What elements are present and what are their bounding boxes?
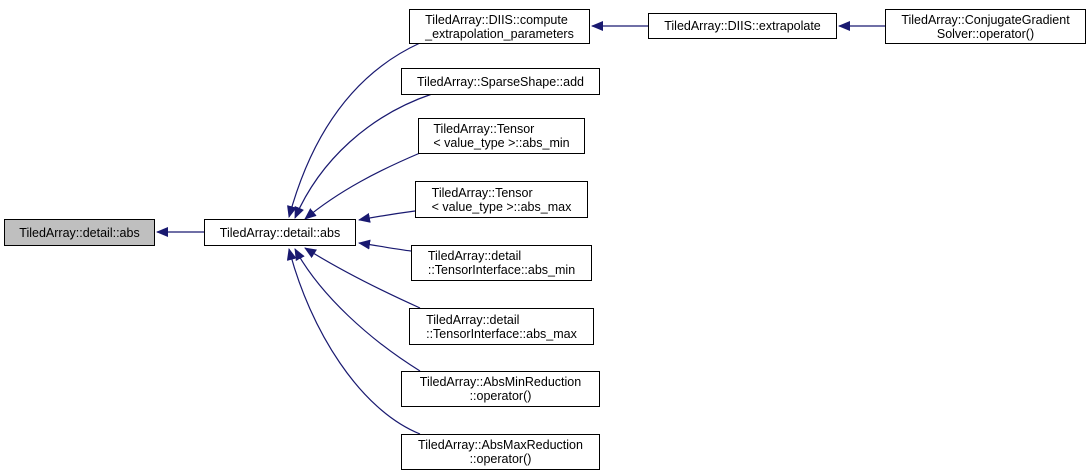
node-label: TiledArray::AbsMaxReduction ::operator() <box>418 438 583 466</box>
node-tensorinterface-abs-min[interactable]: TiledArray::detail ::TensorInterface::ab… <box>411 245 592 281</box>
edge-n9-to-n1 <box>286 248 421 435</box>
node-label: TiledArray::DIIS::extrapolate <box>664 19 821 33</box>
node-diis-extrapolate[interactable]: TiledArray::DIIS::extrapolate <box>648 13 837 39</box>
edge-n5-to-n1 <box>358 210 416 223</box>
edge-n8-to-n1 <box>294 248 421 372</box>
node-diis-compute-extrapolation-parameters[interactable]: TiledArray::DIIS::compute _extrapolation… <box>409 9 590 44</box>
node-conjugategradientsolver-operator[interactable]: TiledArray::ConjugateGradient Solver::op… <box>885 9 1086 44</box>
node-label: TiledArray::Tensor < value_type >::abs_m… <box>433 122 570 150</box>
edge-n6-to-n1 <box>358 239 412 252</box>
node-detail-abs-current: TiledArray::detail::abs <box>4 219 155 246</box>
node-label: TiledArray::detail::abs <box>19 225 140 240</box>
node-label: TiledArray::ConjugateGradient Solver::op… <box>901 12 1070 41</box>
node-sparseshape-add[interactable]: TiledArray::SparseShape::add <box>401 68 600 95</box>
edge-n7-to-n1 <box>304 247 421 309</box>
node-tensor-abs-max[interactable]: TiledArray::Tensor < value_type >::abs_m… <box>415 181 588 218</box>
node-label: TiledArray::detail ::TensorInterface::ab… <box>427 249 576 277</box>
node-tensorinterface-abs-max[interactable]: TiledArray::detail ::TensorInterface::ab… <box>409 308 594 345</box>
node-detail-abs[interactable]: TiledArray::detail::abs <box>204 219 356 246</box>
node-label: TiledArray::DIIS::compute _extrapolation… <box>425 12 574 41</box>
node-absmaxreduction-operator[interactable]: TiledArray::AbsMaxReduction ::operator() <box>401 434 600 470</box>
edge-n2-to-n1 <box>287 42 421 218</box>
edge-n4-to-n1 <box>304 152 421 220</box>
edge-n3-to-n1 <box>294 93 433 219</box>
node-label: TiledArray::AbsMinReduction ::operator() <box>419 375 582 403</box>
node-label: TiledArray::detail ::TensorInterface::ab… <box>426 312 577 341</box>
node-label: TiledArray::detail::abs <box>219 225 341 240</box>
node-label: TiledArray::SparseShape::add <box>417 74 584 89</box>
node-tensor-abs-min[interactable]: TiledArray::Tensor < value_type >::abs_m… <box>418 118 585 154</box>
node-absminreduction-operator[interactable]: TiledArray::AbsMinReduction ::operator() <box>401 371 600 407</box>
node-label: TiledArray::Tensor < value_type >::abs_m… <box>431 185 572 214</box>
